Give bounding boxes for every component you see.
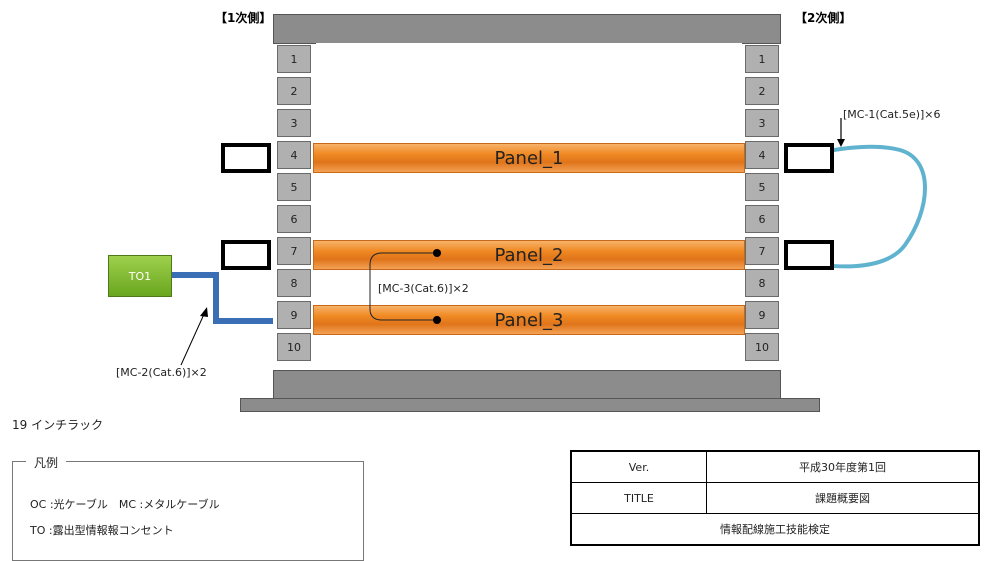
rack-unit-slot: 6 xyxy=(277,205,311,233)
rack-caption: 19 インチラック xyxy=(12,418,104,432)
rack-unit-slot: 6 xyxy=(745,205,779,233)
ver-label: Ver. xyxy=(570,450,707,483)
rack-unit-slot: 9 xyxy=(277,301,311,329)
legend-title: 凡例 xyxy=(26,454,67,471)
left-port-7[interactable] xyxy=(221,240,271,270)
right-port-4[interactable] xyxy=(784,143,834,173)
to1-outlet[interactable]: TO1 xyxy=(108,255,172,297)
rack-unit-slot: 2 xyxy=(277,77,311,105)
patch-panel-1[interactable]: Panel_1 xyxy=(313,143,745,173)
rack-unit-slot: 7 xyxy=(745,237,779,265)
footer-text: 情報配線施工技能検定 xyxy=(570,513,980,546)
rack-unit-slot: 5 xyxy=(745,173,779,201)
rack-unit-slot: 4 xyxy=(277,141,311,169)
mc2-arrow-line xyxy=(180,311,206,366)
rack-unit-slot: 8 xyxy=(277,269,311,297)
rack-unit-slot: 10 xyxy=(277,333,311,361)
rack-unit-slot: 1 xyxy=(745,45,779,73)
rack-unit-slot: 10 xyxy=(745,333,779,361)
mc3-label: [MC-3(Cat.6)]×2 xyxy=(378,282,469,295)
mc3-cable xyxy=(369,252,436,321)
rack-unit-slot: 8 xyxy=(745,269,779,297)
rack-unit-slot: 5 xyxy=(277,173,311,201)
rack-unit-slot: 9 xyxy=(745,301,779,329)
rack-base xyxy=(240,398,820,412)
rack-unit-slot: 7 xyxy=(277,237,311,265)
left-rail: 1 2 3 4 5 6 7 8 9 10 xyxy=(277,45,311,361)
title-value: 課題概要図 xyxy=(706,482,980,514)
rack-bottom-frame xyxy=(273,370,781,400)
mc2-cable xyxy=(170,272,273,324)
rack-unit-slot: 3 xyxy=(745,109,779,137)
mc2-arrow-head xyxy=(200,307,208,317)
mc2-label: [MC-2(Cat.6)]×2 xyxy=(116,366,207,379)
mc1-arrow-head xyxy=(837,139,845,147)
primary-side-label: 【1次側】 xyxy=(215,11,272,25)
mc3-end-dot xyxy=(433,316,441,324)
title-block: Ver. 平成30年度第1回 TITLE 課題概要図 情報配線施工技能検定 xyxy=(570,450,980,546)
mc1-label: [MC-1(Cat.5e)]×6 xyxy=(843,108,941,121)
rack-unit-slot: 3 xyxy=(277,109,311,137)
legend-line-1: OC :光ケーブル MC :メタルケーブル xyxy=(30,498,220,511)
patch-panel-2[interactable]: Panel_2 xyxy=(313,240,745,270)
rack-unit-slot: 2 xyxy=(745,77,779,105)
secondary-side-label: 【2次側】 xyxy=(795,11,852,25)
mc1-cable xyxy=(789,144,927,269)
rack-unit-slot: 1 xyxy=(277,45,311,73)
title-label: TITLE xyxy=(570,482,707,514)
right-rail: 1 2 3 4 5 6 7 8 9 10 xyxy=(745,45,779,361)
left-port-4[interactable] xyxy=(221,143,271,173)
ver-value: 平成30年度第1回 xyxy=(706,450,980,483)
right-port-7[interactable] xyxy=(784,240,834,270)
mc3-end-dot xyxy=(433,249,441,257)
legend-line-2: TO :露出型情報報コンセント xyxy=(30,524,174,537)
rack-unit-slot: 4 xyxy=(745,141,779,169)
rack-top-frame xyxy=(273,14,781,44)
